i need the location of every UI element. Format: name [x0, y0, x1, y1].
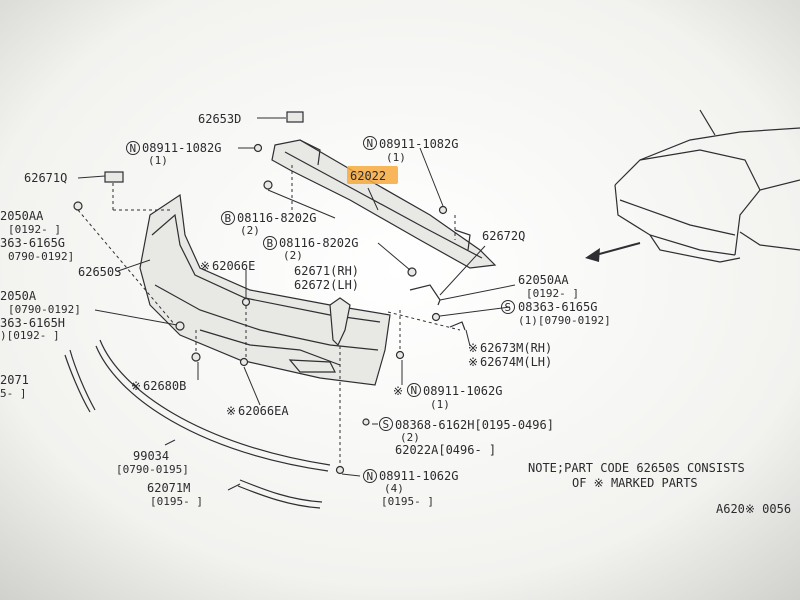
label-2050AA: 2050AA [0, 209, 44, 223]
label-08363-6165G: 08363-6165G [518, 300, 597, 314]
note-block: NOTE;PART CODE 62650S CONSISTS OF ※ MARK… [528, 461, 791, 516]
label-62022A: 62022A[0496- ] [395, 443, 496, 457]
svg-text:N: N [411, 384, 418, 397]
label-0195-a: [0195- ] [150, 495, 203, 508]
label-0790-0195: [0790-0195] [116, 463, 189, 476]
label-99034: 99034 [133, 449, 169, 463]
reference-code: A620※ 0056 [716, 502, 791, 516]
label-08911-1082G-right: 08911-1082G [379, 137, 458, 151]
label-62672-LH: 62672(LH) [294, 278, 359, 292]
label-08116-8202G-b: 08116-8202G [279, 236, 358, 250]
label-qty: (1) [430, 398, 450, 411]
label-0195-b: [0195- ] [381, 495, 434, 508]
star-icon: ※ [393, 384, 403, 398]
molding-62071M-inner [237, 485, 321, 509]
svg-text:S: S [505, 301, 512, 314]
svg-text:N: N [367, 470, 374, 483]
retainer-62653D [286, 111, 304, 123]
star-icon: ※ [468, 341, 478, 355]
label-08911-1062G-b: 08911-1062G [379, 469, 458, 483]
label-62680B: 62680B [143, 379, 186, 393]
assembly-dashed-lines [77, 165, 461, 466]
label-2-0192: )[0192- ] [0, 329, 60, 342]
n-mark: N [126, 141, 140, 155]
svg-text:B: B [267, 237, 274, 250]
molding-62071M [239, 479, 323, 503]
label-0790-0192-b: [0790-0192] [8, 303, 81, 316]
svg-text:B: B [225, 212, 232, 225]
label-62672Q: 62672Q [482, 229, 525, 243]
label-08911-1062G-a: 08911-1062G [423, 384, 502, 398]
vehicle-outline [614, 109, 800, 263]
n-mark: N [363, 136, 377, 150]
label-62674M-LH: 62674M(LH) [480, 355, 552, 369]
label-qty: (1) [386, 151, 406, 164]
label-62066EA: 62066EA [238, 404, 289, 418]
label-62653D: 62653D [198, 112, 241, 126]
n-mark: N [363, 469, 377, 483]
label-qty: (2) [240, 224, 260, 237]
label-363-6165G: 363-6165G [0, 236, 65, 250]
circled-markers: N N B B S N S N [126, 136, 515, 483]
label-08911-1082G-left: 08911-1082G [142, 141, 221, 155]
label-0192-right: [0192- ] [526, 287, 579, 300]
label-5: 5- ] [0, 387, 27, 400]
label-08116-8202G-a: 08116-8202G [237, 211, 316, 225]
bracket-62671Q [104, 171, 124, 183]
b-mark: B [263, 236, 277, 250]
note-line-1: NOTE;PART CODE 62650S CONSISTS [528, 461, 745, 475]
label-62673M-RH: 62673M(RH) [480, 341, 552, 355]
label-qty: (1) [148, 154, 168, 167]
label-08368-6162H: 08368-6162H[0195-0496] [395, 418, 554, 432]
label-2050A: 2050A [0, 289, 37, 303]
label-62066E: 62066E [212, 259, 255, 273]
star-markers: ※ ※ ※ ※ ※ ※ [131, 259, 478, 418]
note-line-2: OF ※ MARKED PARTS [572, 476, 698, 490]
molding-62071-left-inner [69, 349, 96, 411]
highlight-62022 [347, 166, 398, 184]
molding-99034-inner [95, 345, 329, 472]
label-62671-RH: 62671(RH) [294, 264, 359, 278]
svg-text:N: N [130, 142, 137, 155]
label-qty: (2) [283, 249, 303, 262]
label-qty: (4) [384, 482, 404, 495]
label-62671Q: 62671Q [24, 171, 67, 185]
leader-lines [77, 117, 516, 491]
label-62022: 62022 [350, 169, 386, 183]
label-0192: [0192- ] [8, 223, 61, 236]
svg-text:S: S [383, 418, 390, 431]
bracket-62671 [329, 297, 351, 347]
label-2071: 2071 [0, 373, 29, 387]
label-0790-0192: 0790-0192] [8, 250, 74, 263]
s-mark: S [501, 300, 515, 314]
star-icon: ※ [468, 355, 478, 369]
label-62071M: 62071M [147, 481, 190, 495]
molding-62071-left [64, 354, 91, 413]
label-1-0790-0192: (1)[0790-0192] [518, 314, 611, 327]
label-62650S: 62650S [78, 265, 121, 279]
b-mark: B [221, 211, 235, 225]
star-icon: ※ [200, 259, 210, 273]
svg-text:N: N [367, 137, 374, 150]
label-363-6165H: 363-6165H [0, 316, 65, 330]
star-icon: ※ [226, 404, 236, 418]
clip-62673M [449, 321, 466, 331]
part-labels: 62653D 08911-1082G (1) 08911-1082G (1) 6… [0, 112, 611, 508]
bumper-fascia [139, 193, 391, 386]
direction-arrow [585, 242, 641, 262]
label-62050AA: 62050AA [518, 273, 569, 287]
s-mark: S [379, 417, 393, 431]
bumper-reinforcement [271, 139, 497, 269]
molding-99034 [99, 339, 331, 466]
label-qty: (2) [400, 431, 420, 444]
n-mark: N [407, 383, 421, 397]
bracket-62672Q [409, 284, 441, 306]
star-icon: ※ [131, 379, 141, 393]
